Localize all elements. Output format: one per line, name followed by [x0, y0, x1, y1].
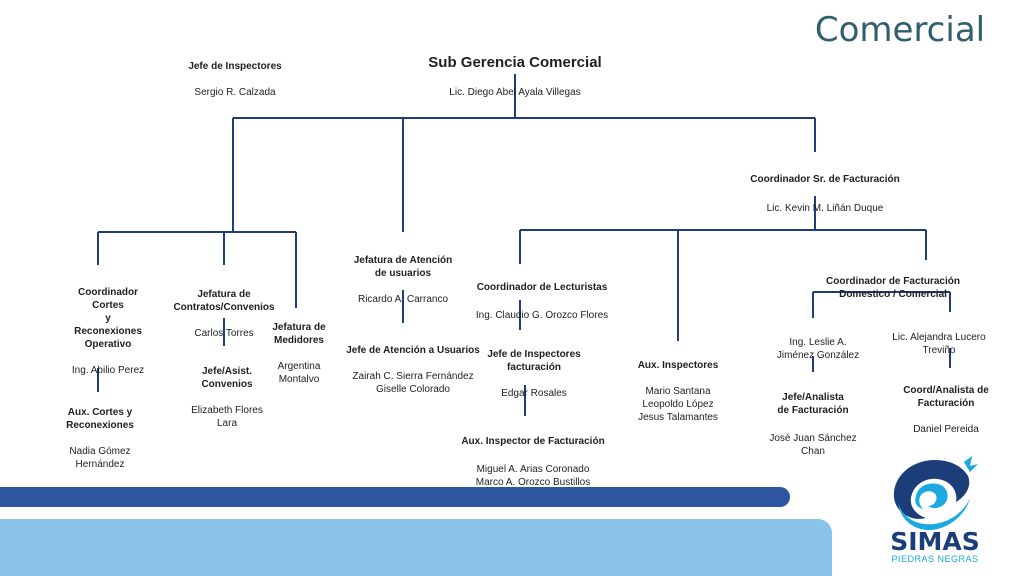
simas-logo-icon — [893, 456, 978, 531]
org-node-jefatura-contratos: Jefatura de Contratos/Convenios Carlos T… — [168, 275, 280, 353]
node-title: Aux. Inspector de Facturación — [461, 436, 605, 447]
node-person: Daniel Pereida — [913, 424, 979, 435]
org-node-aux-inspectores: Aux. Inspectores Mario Santana Leopoldo … — [626, 346, 730, 437]
node-person: Lic. Alejandra Lucero Treviño — [892, 332, 986, 356]
node-title: Coordinador de Facturación Domestico / C… — [826, 276, 960, 300]
node-person: Carlos Torres — [194, 328, 254, 339]
node-person: Lic. Kevin M. Liñán Duque — [766, 203, 884, 214]
logo-subtitle: PIEDRAS NEGRAS — [891, 554, 979, 564]
node-person: Miguel A. Arias Coronado Marco A. Orozco… — [475, 464, 591, 488]
node-title: Coordinador Sr. de Facturación — [750, 174, 900, 185]
footer-bar-light — [0, 519, 832, 576]
node-person: Elizabeth Flores Lara — [191, 405, 263, 429]
node-person: Ing. Abilio Perez — [71, 365, 145, 376]
org-node-sub-gerencia: Sub Gerencia Comercial Lic. Diego Abel A… — [410, 40, 620, 112]
node-title: Jefe de Atención a Usuarios — [346, 345, 480, 356]
node-person: Nadia Gómez Hernández — [69, 446, 131, 470]
node-person: Lic. Diego Abel Ayala Villegas — [449, 87, 581, 98]
node-title: Jefe de Inspectores — [188, 61, 282, 72]
node-title: Aux. Inspectores — [637, 360, 719, 371]
org-node-coord-facturacion-domestico: Coordinador de Facturación Domestico / C… — [818, 262, 968, 314]
node-title: Jefatura de Contratos/Convenios — [173, 289, 275, 313]
org-node-alejandra: Lic. Alejandra Lucero Treviño — [884, 318, 994, 370]
node-person: Ing. Claudio G. Orozco Flores — [475, 310, 609, 321]
org-node-jefe-inspectores-facturacion: Jefe de Inspectores facturación Edgar Ro… — [476, 335, 592, 413]
node-title: Coord/Analista de Facturación — [903, 385, 989, 409]
node-person: Ricardo A. Carranco — [357, 294, 449, 305]
node-title: Jefe/Asist. Convenios — [201, 366, 253, 390]
org-node-jefe-inspectores: Jefe de Inspectores Sergio R. Calzada — [170, 47, 300, 112]
node-person: Sergio R. Calzada — [194, 87, 276, 98]
org-node-jefe-atencion-usuarios: Jefe de Atención a Usuarios Zairah C. Si… — [340, 331, 486, 409]
node-title: Aux. Cortes y Reconexiones — [66, 407, 134, 431]
org-node-jefatura-atencion: Jefatura de Atención de usuarios Ricardo… — [343, 241, 463, 319]
node-person: Argentina Montalvo — [277, 361, 321, 385]
org-node-jefe-analista-facturacion: Jefe/Analista de Facturación José Juan S… — [766, 378, 860, 471]
org-node-coord-cortes: Coordinador Cortes y Reconexiones Operat… — [58, 273, 158, 390]
slide-title: Comercial — [814, 10, 986, 50]
node-title: Coordinador de Lecturistas — [476, 282, 608, 293]
org-node-coord-lecturistas: Coordinador de Lecturistas Ing. Claudio … — [462, 268, 622, 335]
node-person: Ing. Leslie A. Jiménez González — [776, 337, 860, 361]
org-node-coord-sr-facturacion: Coordinador Sr. de Facturación Lic. Kevi… — [745, 160, 905, 228]
footer-bar-dark — [0, 487, 790, 507]
node-person: Zairah C. Sierra Fernández Giselle Color… — [352, 371, 474, 395]
node-person: Edgar Rosales — [501, 388, 567, 399]
node-person: Mario Santana Leopoldo López Jesus Talam… — [638, 386, 718, 423]
node-person: José Juan Sánchez Chan — [769, 433, 857, 457]
org-node-jefe-convenios: Jefe/Asist. Convenios Elizabeth Flores L… — [180, 352, 274, 443]
org-node-aux-cortes: Aux. Cortes y Reconexiones Nadia Gómez H… — [55, 393, 145, 484]
org-node-jefatura-medidores: Jefatura de Medidores Argentina Montalvo — [266, 308, 332, 399]
org-node-coord-analista-facturacion: Coord/Analista de Facturación Daniel Per… — [896, 371, 996, 449]
logo-name: SIMAS — [890, 527, 980, 556]
node-title: Jefe de Inspectores facturación — [487, 349, 581, 373]
node-title: Jefatura de Medidores — [272, 322, 326, 346]
node-title: Jefe/Analista de Facturación — [777, 392, 849, 416]
node-title: Coordinador Cortes y Reconexiones Operat… — [74, 287, 142, 350]
org-node-leslie: Ing. Leslie A. Jiménez González — [764, 323, 872, 375]
node-title: Jefatura de Atención de usuarios — [353, 255, 453, 279]
org-node-aux-inspector-facturacion: Aux. Inspector de Facturación Miguel A. … — [455, 422, 611, 502]
node-title: Sub Gerencia Comercial — [428, 54, 602, 71]
